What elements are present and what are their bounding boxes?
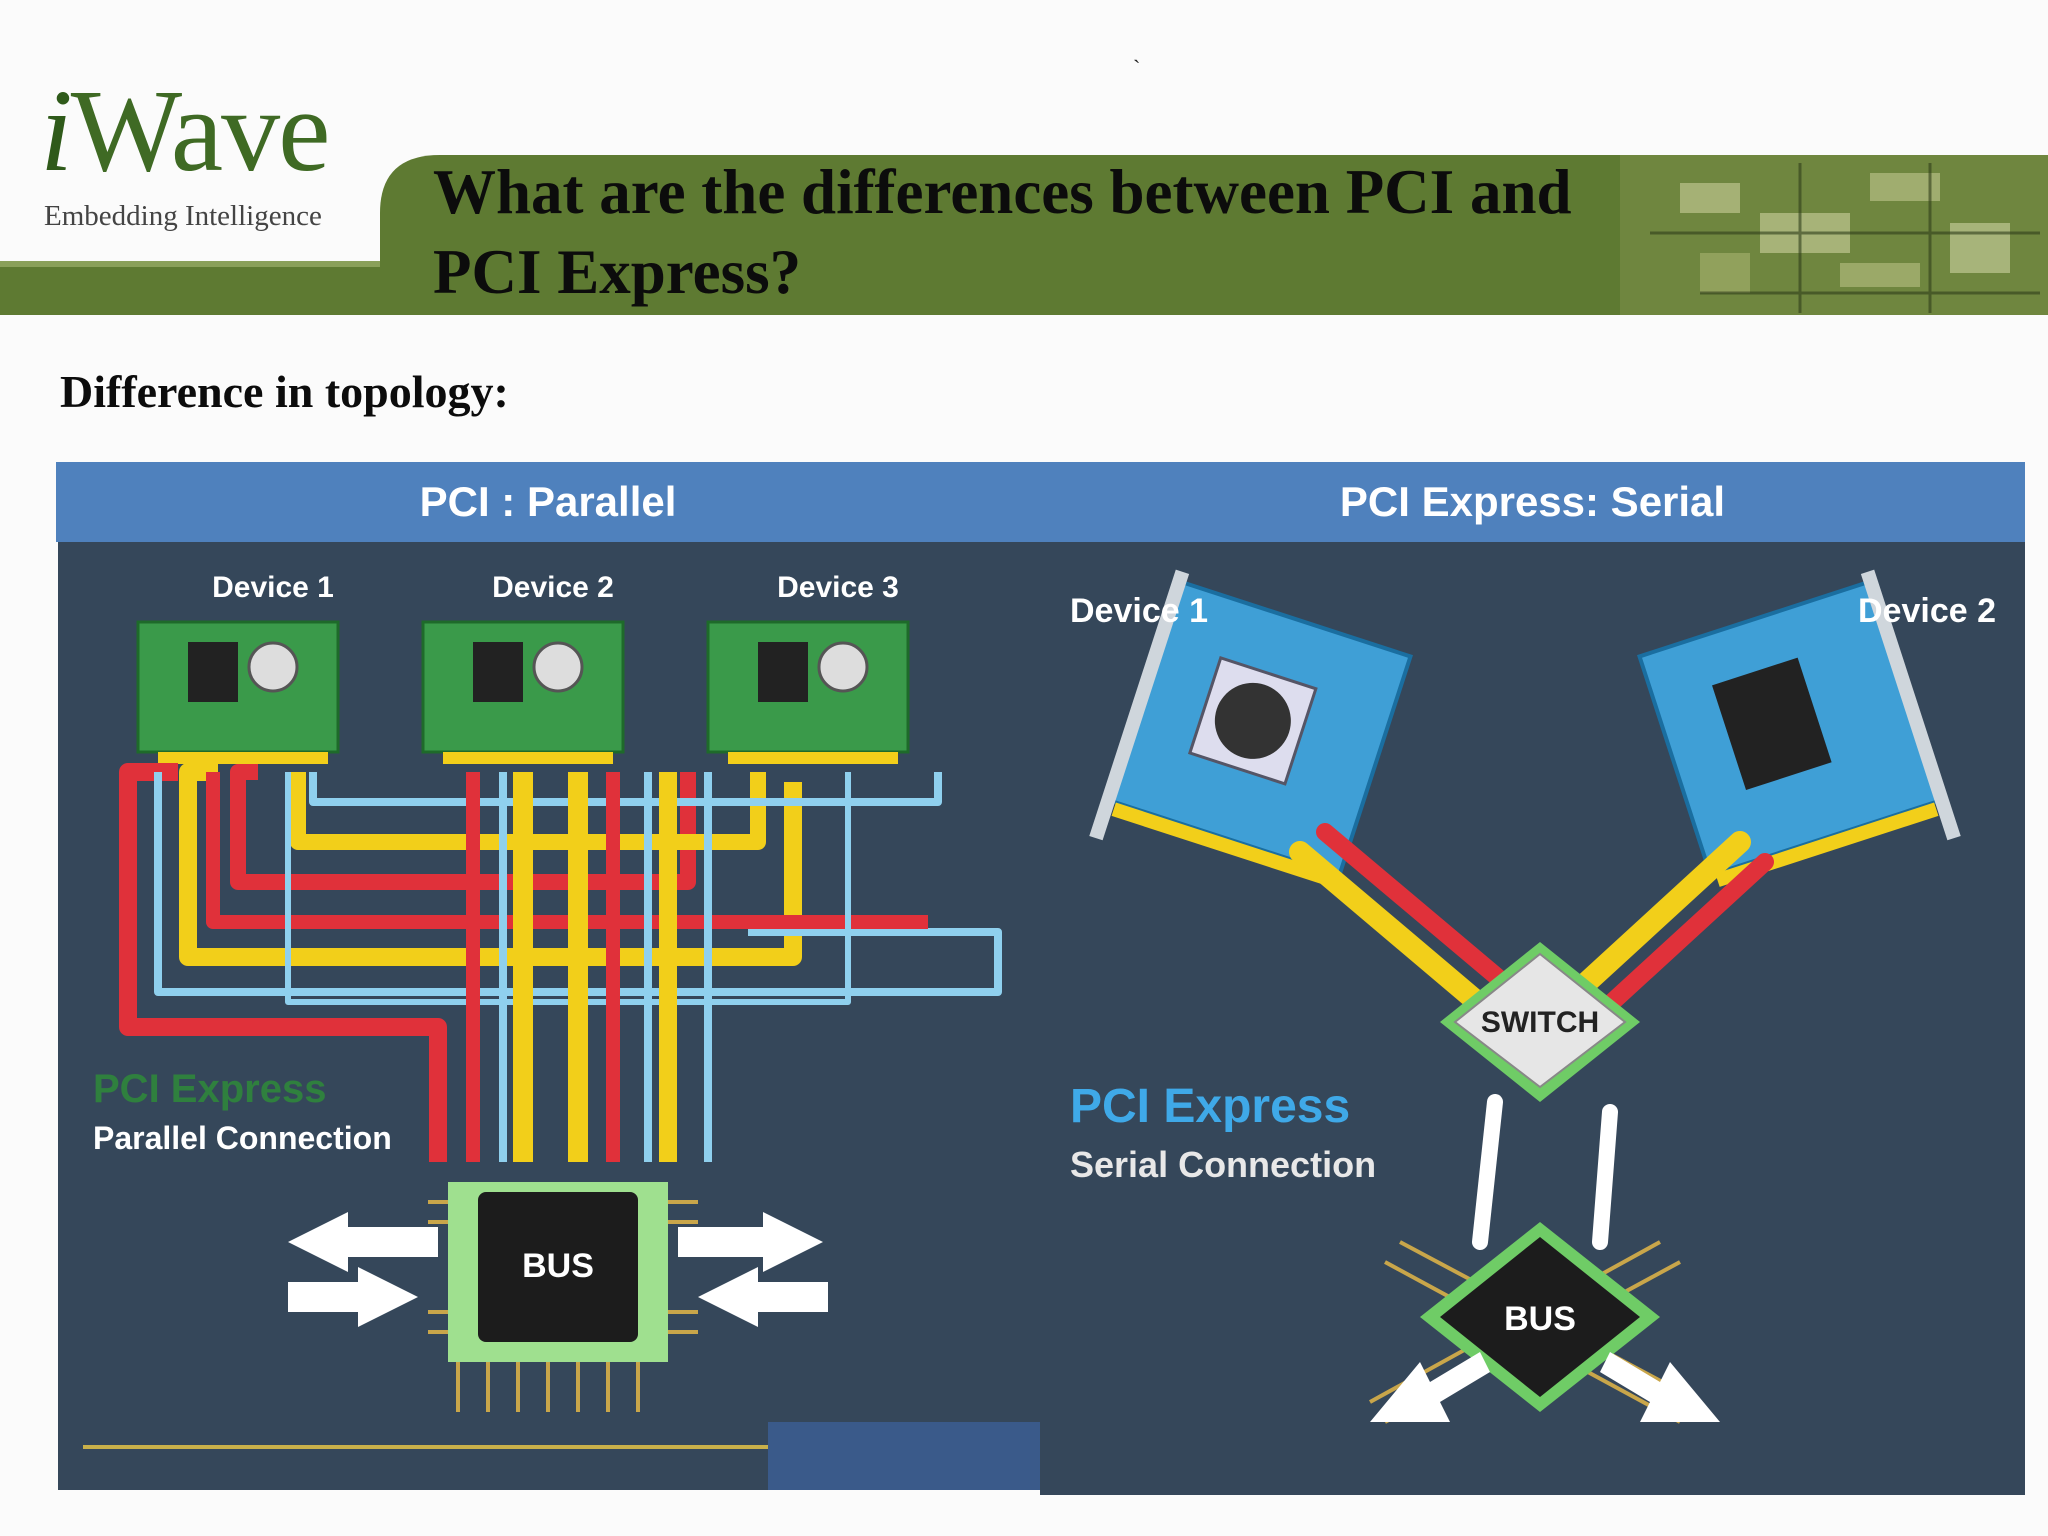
circuit-board-image [1620,155,2048,315]
logo-wordmark: iWave [40,65,330,196]
device-card-2 [421,620,625,764]
device-card-1 [1089,569,1413,887]
section-subtitle: Difference in topology: [60,366,509,417]
page-title: What are the differences between PCI and… [433,157,1572,307]
device-1-label: Device 1 [212,571,334,604]
device-2-label: Device 2 [1858,592,1996,630]
pci-parallel-diagram: Device 1 Device 2 Device 3 PCI Express P… [58,542,1040,1490]
header-pci-parallel: PCI : Parallel [419,478,677,525]
pcie-serial-diagram: Device 1 Device 2 SWITCH PCI Express Ser… [1040,542,2025,1495]
serial-links [1289,823,1774,1250]
bus-chip: BUS [428,1182,698,1412]
parallel-caption-brand: PCI Express [93,1067,326,1111]
serial-caption-type: Serial Connection [1070,1144,1376,1185]
bus-io-arrows [288,1212,828,1327]
switch-label: SWITCH [1481,1006,1599,1039]
title-banner [0,155,2048,315]
device-card-3 [706,620,910,764]
header-pcie-serial: PCI Express: Serial [1339,478,1726,525]
device-card-1 [136,620,340,764]
device-3-label: Device 3 [777,571,899,604]
bus-label: BUS [1504,1300,1576,1338]
iwave-logo: iWave Embedding Intelligence [40,60,340,260]
serial-caption-brand: PCI Express [1070,1080,1350,1133]
switch-chip: SWITCH [1440,942,1640,1102]
device-1-label: Device 1 [1070,592,1208,630]
stray-mark: ` [1133,55,1141,80]
bus-label: BUS [522,1247,594,1285]
logo-tagline: Embedding Intelligence [44,200,322,232]
device-2-label: Device 2 [492,571,614,604]
parallel-caption-type: Parallel Connection [93,1120,392,1156]
comparison-header: PCI : Parallel PCI Express: Serial [56,462,2025,542]
parallel-signal-lines [119,763,1002,1162]
bus-io-arrows [1370,1352,1720,1422]
